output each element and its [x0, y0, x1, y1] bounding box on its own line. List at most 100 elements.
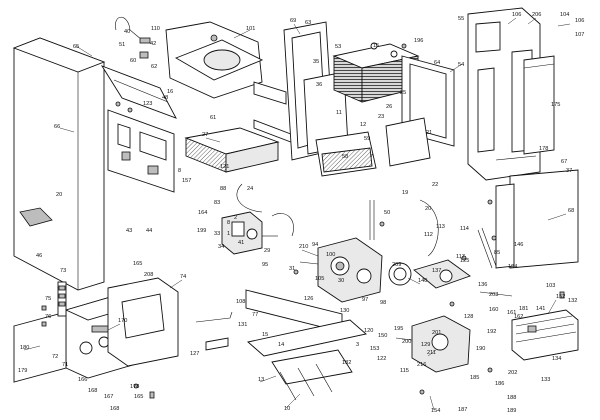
part-number-label: 15 — [262, 332, 268, 338]
part-number-label: 48 — [162, 95, 168, 101]
part-number-label: 12 — [360, 122, 366, 128]
part-number-label: 146 — [514, 242, 523, 248]
plate-heat-exchanger — [511, 309, 579, 361]
part-number-label: 20 — [425, 206, 431, 212]
part-number-label: 72 — [52, 354, 58, 360]
part-number-label: 21 — [426, 130, 432, 136]
part-number-label: 41 — [238, 240, 244, 246]
part-number-label: 186 — [495, 381, 504, 387]
part-number-label: 83 — [214, 200, 220, 206]
part-number-label: 165 — [133, 261, 142, 267]
part-number-label: 61 — [210, 115, 216, 121]
hydraulic-block — [299, 237, 383, 303]
part-number-label: 24 — [247, 186, 253, 192]
part-number-label: 168 — [110, 406, 119, 412]
part-number-label: 8 — [178, 168, 181, 174]
part-number-label: 132 — [568, 298, 577, 304]
part-number-label: 44 — [146, 228, 152, 234]
part-number-label: 121 — [220, 164, 229, 170]
part-number-label: 106 — [575, 18, 584, 24]
part-number-label: 19 — [402, 190, 408, 196]
part-number-label: 136 — [478, 282, 487, 288]
part-number-label: 77 — [252, 312, 258, 318]
part-number-label: 100 — [326, 252, 335, 258]
part-number-label: 190 — [476, 346, 485, 352]
part-number-label: 216 — [417, 362, 426, 368]
part-number-label: 188 — [507, 395, 516, 401]
front-casing-panel — [12, 37, 106, 291]
part-number-label: 51 — [119, 42, 125, 48]
part-number-label: 182 — [342, 360, 351, 366]
part-number-label: 187 — [458, 407, 467, 413]
gas-valve — [221, 211, 278, 255]
part-number-label: 104 — [560, 12, 569, 18]
expansion-vessel — [523, 55, 555, 155]
part-number-label: 165 — [134, 394, 143, 400]
part-number-label: 25 — [400, 90, 406, 96]
part-number-label: 122 — [377, 356, 386, 362]
part-number-label: 131 — [238, 322, 247, 328]
part-number-label: 162 — [514, 314, 523, 320]
part-number-label: 129 — [421, 342, 430, 348]
part-number-label: 31 — [289, 266, 295, 272]
part-number-label: 7 — [370, 154, 373, 160]
chamber-cover — [283, 21, 349, 161]
part-number-label: 192 — [487, 329, 496, 335]
part-number-label: 8 — [227, 220, 230, 226]
part-number-label: 2 — [234, 215, 237, 221]
part-number-label: 180 — [20, 345, 29, 351]
part-number-label: 69 — [290, 18, 296, 24]
part-number-label: 73 — [60, 268, 66, 274]
part-number-label: 88 — [220, 186, 226, 192]
part-number-label: 130 — [340, 308, 349, 314]
bottom-bracket — [245, 289, 367, 357]
part-number-label: 189 — [507, 408, 516, 414]
part-number-label: 154 — [431, 408, 440, 414]
control-board — [107, 277, 179, 367]
part-number-label: 27 — [202, 132, 208, 138]
inner-frame-panel — [107, 109, 175, 193]
part-number-label: 106 — [512, 12, 521, 18]
part-number-label: 157 — [182, 178, 191, 184]
part-number-label: 194 — [508, 264, 517, 270]
part-number-label: 43 — [126, 228, 132, 234]
part-number-label: 55 — [458, 16, 464, 22]
part-number-label: 120 — [364, 328, 373, 334]
part-number-label: 108 — [236, 299, 245, 305]
part-number-label: 98 — [380, 300, 386, 306]
part-number-label: 208 — [144, 272, 153, 278]
part-number-label: 160 — [489, 307, 498, 313]
side-panel-right — [495, 169, 579, 269]
part-number-label: 185 — [470, 375, 479, 381]
part-number-label: 71 — [62, 362, 68, 368]
part-number-label: 141 — [536, 306, 545, 312]
part-number-label: 105 — [315, 276, 324, 282]
side-bracket — [100, 65, 177, 119]
part-number-label: 15 — [373, 43, 379, 49]
part-number-label: 76 — [45, 314, 51, 320]
part-number-label: 115 — [400, 368, 409, 374]
part-number-label: 29 — [264, 248, 270, 254]
part-number-label: 13 — [258, 377, 264, 383]
part-number-label: 26 — [386, 104, 392, 110]
part-number-label: 201 — [432, 330, 441, 336]
part-number-label: 64 — [434, 60, 440, 66]
part-number-label: 166 — [78, 377, 87, 383]
part-number-label: 125 — [460, 258, 469, 264]
part-number-label: 113 — [436, 224, 445, 230]
burner — [184, 119, 297, 173]
diverter-valve — [395, 315, 471, 373]
part-number-label: 181 — [519, 306, 528, 312]
part-number-label: 53 — [335, 44, 341, 50]
part-number-label: 137 — [432, 268, 441, 274]
part-number-label: 94 — [312, 242, 318, 248]
part-number-label: 65 — [73, 44, 79, 50]
small-fittings — [41, 43, 565, 399]
part-number-label: 168 — [88, 388, 97, 394]
part-number-label: 200 — [402, 339, 411, 345]
part-number-label: 127 — [190, 351, 199, 357]
part-number-label: 123 — [143, 101, 152, 107]
part-number-label: 54 — [458, 62, 464, 68]
part-number-label: 175 — [551, 102, 560, 108]
